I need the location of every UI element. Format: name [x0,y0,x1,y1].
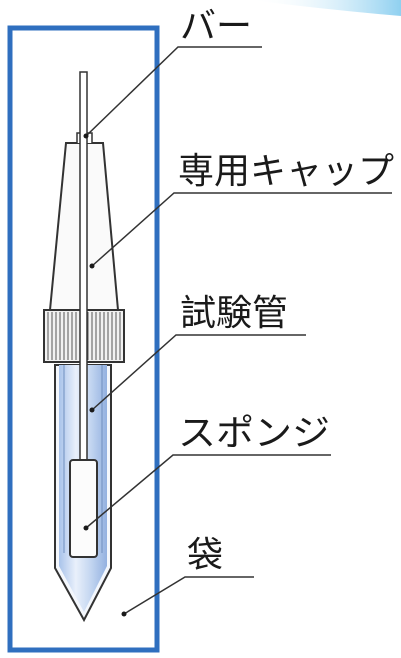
bag-outline [7,25,160,653]
leader-sponge [85,454,331,529]
leader-cap [91,192,392,267]
label-sponge: スポンジ [178,413,330,454]
decorative-swoosh [250,0,401,16]
tube-inner-wall [63,365,103,553]
leader-bar [85,46,262,137]
bar-rod [79,71,88,463]
label-bag: 袋 [187,535,223,576]
label-tube: 試験管 [180,293,288,334]
leader-lines [85,46,392,615]
label-cap: 専用キャップ [178,151,394,192]
label-bar: バー [180,6,252,47]
sponge [69,459,98,558]
leader-bag [123,576,254,615]
leader-tube [91,334,306,411]
leader-dots [83,133,127,617]
